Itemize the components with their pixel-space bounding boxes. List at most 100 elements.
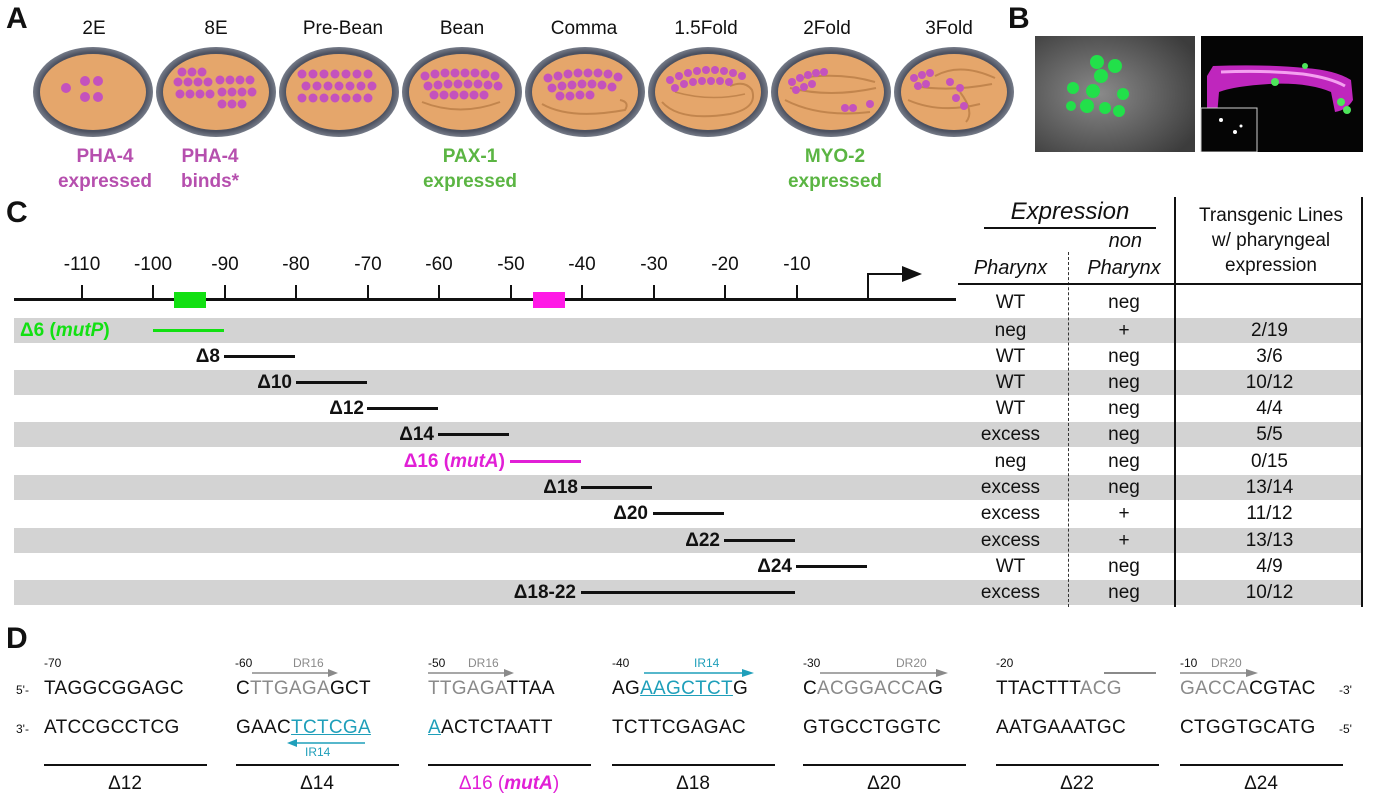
header-transgenic-line3: expression — [1225, 255, 1317, 276]
tick-mark — [510, 285, 512, 299]
deletion-label-d6: Δ6 (mutP) — [20, 318, 110, 343]
dr20-arrow-icon — [1180, 669, 1258, 677]
row-lines: 10/12 — [1245, 372, 1294, 393]
block-deletion-name-italic: mutA — [504, 773, 553, 794]
sequence-bottom: CTGGTGCATG — [1180, 717, 1316, 738]
row-nonpharynx: neg — [1108, 292, 1140, 313]
row-nonpharynx: + — [1118, 503, 1130, 524]
dr16-arrow-icon — [428, 669, 514, 677]
tick-label: -40 — [568, 254, 596, 275]
transcription-start-arrow-icon — [867, 266, 922, 300]
position-label: -50 — [428, 656, 446, 670]
header-transgenic: Transgenic Lines w/ pharyngeal expressio… — [1178, 203, 1364, 278]
row-band — [14, 475, 1363, 500]
row-lines: 11/12 — [1246, 503, 1293, 524]
row-nonpharynx: neg — [1108, 477, 1140, 498]
seq-part: C — [803, 678, 818, 699]
ir14-annotation: IR14 — [305, 745, 331, 759]
stage-label-comma: Comma — [550, 18, 618, 39]
seq-part: TTACTTT — [996, 678, 1080, 699]
embryo-3fold — [894, 47, 1014, 137]
block-underline — [44, 764, 207, 766]
deletion-label-d18-22: Δ18-22 — [513, 582, 576, 603]
mutA-site-box — [533, 292, 565, 308]
block-underline — [612, 764, 775, 766]
row-nonpharynx: neg — [1108, 451, 1140, 472]
row-nonpharynx: neg — [1108, 556, 1140, 577]
tick-mark — [152, 285, 154, 299]
seq-part-dr16: TTGAGA — [250, 678, 330, 699]
deletion-label-d16: Δ16 (mutA) — [370, 449, 505, 474]
deletion-span-d16 — [510, 460, 581, 463]
embryo-8e — [156, 47, 276, 137]
marker-myo2-expressed: MYO-2 expressed — [760, 144, 910, 194]
seq-part-dr20: GACCA — [1180, 678, 1250, 699]
seq-part-dr20: ACGGACCA — [817, 678, 929, 699]
row-lines: 2/19 — [1251, 320, 1288, 341]
row-lines: 4/4 — [1256, 398, 1283, 419]
tick-mark — [653, 285, 655, 299]
seq-part: TTAA — [506, 678, 555, 699]
deletion-span-d10 — [296, 381, 367, 384]
row-lines: 13/13 — [1245, 530, 1294, 551]
deletion-span-d18-22 — [581, 591, 795, 594]
seq-part: C — [236, 678, 251, 699]
seq-part: CGTAC — [1249, 678, 1316, 699]
header-transgenic-line1: Transgenic Lines — [1199, 205, 1343, 226]
ir14-reverse-arrow-icon — [287, 739, 365, 747]
seq-part-dr20: ACG — [1079, 678, 1122, 699]
row-band — [14, 422, 1363, 447]
embryo-bean — [402, 47, 522, 137]
row-lines: 0/15 — [1251, 451, 1288, 472]
deletion-label-d24: Δ24 — [757, 556, 792, 577]
row-pharynx: WT — [995, 372, 1026, 393]
expression-underline — [984, 227, 1156, 229]
deletion-label-prefix: Δ16 ( — [403, 451, 451, 472]
tick-mark — [295, 285, 297, 299]
deletion-label-suffix: ) — [103, 320, 110, 341]
row-pharynx: excess — [980, 477, 1041, 498]
ir14-arrow-icon — [644, 669, 754, 677]
sequence-bottom: GAACTCTCGA — [236, 717, 371, 739]
block-deletion-name: Δ14 — [300, 773, 334, 794]
block-deletion-name: Δ20 — [867, 773, 901, 794]
row-nonpharynx: neg — [1108, 398, 1140, 419]
embryo-stage-series — [33, 47, 1014, 137]
three-prime-end-label: -3' — [1339, 683, 1352, 697]
row-lines: 3/6 — [1256, 346, 1283, 367]
tick-mark — [367, 285, 369, 299]
block-deletion-name: Δ24 — [1244, 773, 1278, 794]
deletion-label-suffix: ) — [498, 451, 505, 472]
row-pharynx: excess — [980, 424, 1041, 445]
deletion-label-d8: Δ8 — [195, 346, 220, 367]
deletion-span-d8 — [224, 355, 295, 358]
block-deletion-name: Δ12 — [108, 773, 142, 794]
sequence-bottom: ATCCGCCTCG — [44, 717, 180, 738]
header-expression: Expression — [1010, 198, 1130, 225]
marker-pha4-expressed: PHA-4 expressed — [30, 144, 180, 194]
seq-part: G — [928, 678, 944, 699]
tick-label: -100 — [133, 254, 173, 275]
row-pharynx: neg — [994, 320, 1027, 341]
deletion-label-d22: Δ22 — [685, 530, 720, 551]
deletion-label-d12: Δ12 — [329, 398, 364, 419]
row-pharynx: WT — [995, 346, 1026, 367]
deletion-span-d24 — [796, 565, 867, 568]
dr16-arrow-icon — [252, 669, 338, 677]
block-deletion-name-suffix: ) — [552, 773, 560, 794]
stage-label-2fold: 2Fold — [803, 18, 851, 39]
dr20-arrow-icon — [820, 669, 948, 677]
embryo-1-5fold — [648, 47, 768, 137]
sequence-bottom: AACTCTAATT — [428, 717, 553, 739]
tick-mark — [724, 285, 726, 299]
five-prime-label: 5'- — [16, 683, 29, 697]
deletion-label-italic: mutP — [55, 320, 104, 341]
tick-mark — [224, 285, 226, 299]
header-non: non — [1108, 230, 1142, 252]
header-baseline — [958, 283, 1363, 285]
marker-pha4-binds-line2: binds* — [180, 171, 240, 192]
sequence-top: GACCACGTAC — [1180, 678, 1316, 700]
sequence-top: TAGGCGGAGC — [44, 678, 184, 699]
position-label: -60 — [235, 656, 253, 670]
row-pharynx: excess — [980, 530, 1041, 551]
